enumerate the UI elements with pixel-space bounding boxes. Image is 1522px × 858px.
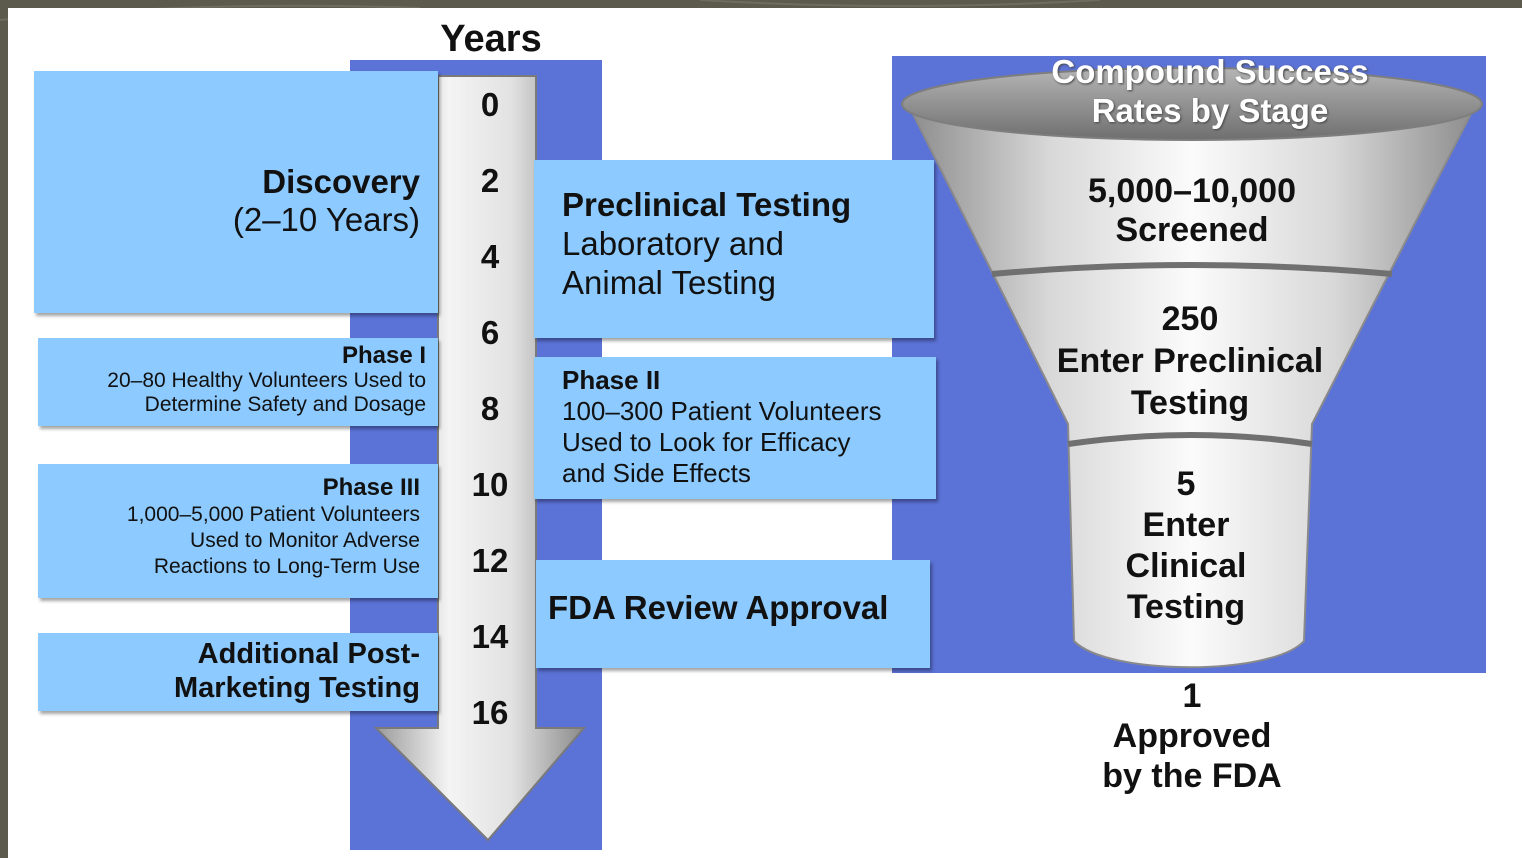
funnel-title-line: Rates by Stage — [1091, 92, 1329, 129]
stage-description: Used to Monitor Adverse — [190, 529, 420, 552]
stage-phase-1: Phase I 20–80 Healthy Volunteers Used to… — [38, 338, 438, 426]
stage-title: Additional Post- — [197, 638, 420, 670]
stage-title: Phase I — [341, 342, 426, 369]
stage-title: Phase III — [322, 474, 420, 501]
diagram-canvas: Years 0 2 4 6 8 10 12 14 16 Discovery (2… — [8, 8, 1522, 858]
year-tick: 8 — [480, 390, 500, 427]
stage-description: Determine Safety and Dosage — [144, 393, 426, 416]
year-tick: 12 — [471, 542, 509, 579]
stage-title: Marketing Testing — [174, 672, 420, 704]
stage-description: 100–300 Patient Volunteers — [562, 396, 882, 426]
funnel-level-label: Clinical — [1125, 547, 1247, 585]
stage-title: FDA Review Approval — [548, 589, 889, 626]
stage-description: 20–80 Healthy Volunteers Used to — [107, 369, 426, 392]
funnel-level-label: Enter Preclinical — [1056, 342, 1324, 380]
year-tick: 2 — [480, 162, 500, 199]
funnel-level-label: Testing — [1126, 588, 1246, 626]
stage-title: Discovery — [262, 163, 420, 200]
stage-description: Reactions to Long-Term Use — [153, 555, 420, 578]
stage-description: Used to Look for Efficacy — [562, 427, 851, 457]
stage-fda-review: FDA Review Approval — [536, 560, 930, 668]
year-tick: 4 — [480, 238, 500, 275]
stage-phase-3: Phase III 1,000–5,000 Patient Volunteers… — [38, 464, 438, 598]
funnel-level-screened: 5,000–10,000 Screened — [992, 172, 1392, 250]
stage-description: 1,000–5,000 Patient Volunteers — [126, 503, 420, 526]
funnel-level-label: Screened — [1115, 211, 1269, 249]
year-tick: 10 — [471, 466, 509, 503]
funnel-title: Compound Success Rates by Stage — [1010, 52, 1410, 130]
stage-preclinical: Preclinical Testing Laboratory and Anima… — [534, 160, 934, 338]
year-tick: 6 — [480, 314, 500, 351]
year-tick: 16 — [471, 694, 509, 731]
funnel-level-count: 5 — [1176, 465, 1196, 503]
stage-title: Preclinical Testing — [562, 186, 852, 223]
stage-description: Laboratory and — [562, 225, 784, 262]
funnel-level-label: Enter — [1142, 506, 1230, 544]
funnel-level-preclinical: 250 Enter Preclinical Testing — [990, 298, 1390, 424]
funnel-outcome-count: 1 — [1182, 677, 1202, 715]
funnel-outcome: 1 Approved by the FDA — [992, 676, 1392, 796]
funnel-level-count: 5,000–10,000 — [1088, 172, 1296, 210]
year-tick: 0 — [480, 86, 500, 123]
stage-phase-2: Phase II 100–300 Patient Volunteers Used… — [534, 357, 936, 499]
stage-post-marketing: Additional Post- Marketing Testing — [38, 633, 438, 711]
year-tick: 14 — [471, 618, 509, 655]
stage-title: Phase II — [562, 365, 661, 395]
funnel-title-line: Compound Success — [1051, 53, 1369, 90]
stage-discovery: Discovery (2–10 Years) — [34, 71, 438, 313]
stage-description: Animal Testing — [562, 264, 777, 301]
stage-subtitle: (2–10 Years) — [232, 201, 420, 238]
funnel-level-label: Testing — [1130, 384, 1250, 422]
funnel-level-count: 250 — [1161, 300, 1219, 338]
funnel-level-clinical: 5 Enter Clinical Testing — [986, 464, 1386, 628]
funnel-outcome-label: Approved — [1112, 717, 1272, 755]
stage-description: and Side Effects — [562, 458, 751, 488]
funnel-outcome-label: by the FDA — [1102, 757, 1282, 795]
timeline-title: Years — [440, 18, 542, 60]
success-funnel — [901, 67, 1483, 669]
